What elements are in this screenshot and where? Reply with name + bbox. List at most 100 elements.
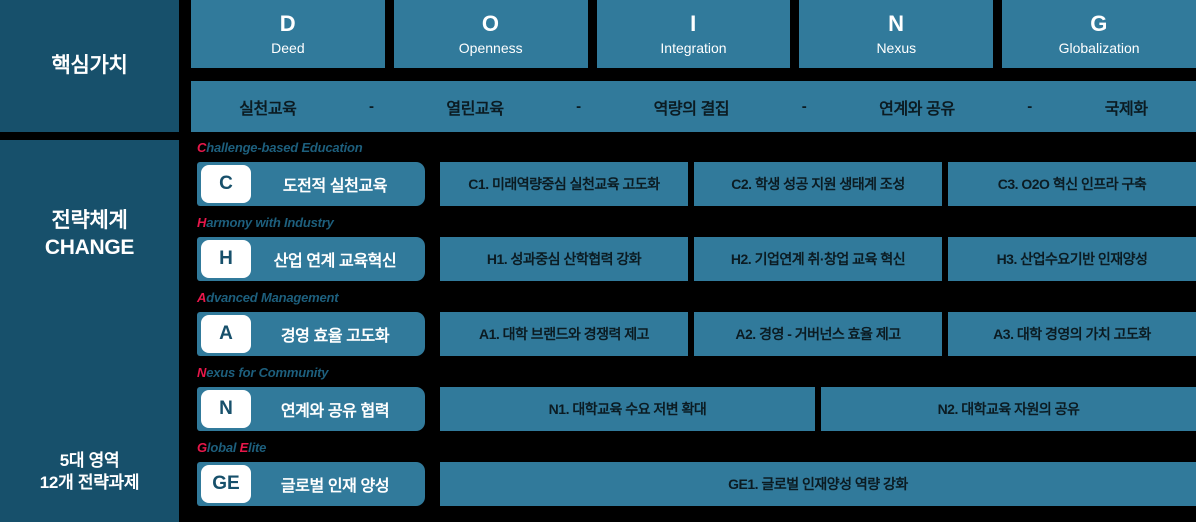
task-box[interactable]: GE1. 글로벌 인재양성 역량 강화 bbox=[440, 462, 1196, 506]
change-row-english-caption: Challenge-based Education bbox=[197, 140, 363, 155]
rail-core-value: 핵심가치 bbox=[0, 0, 179, 132]
keyword-separator: - bbox=[1027, 98, 1033, 115]
caption-highlight-letter: G bbox=[197, 440, 207, 455]
area-pill-ge[interactable]: GE 글로벌 인재 양성 bbox=[197, 462, 425, 506]
change-row-english-caption: Advanced Management bbox=[197, 290, 339, 305]
task-label: N1. 대학교육 수요 저변 확대 bbox=[548, 401, 707, 417]
task-label: A3. 대학 경영의 가치 고도화 bbox=[993, 326, 1151, 342]
doing-card-letter: D bbox=[279, 11, 297, 37]
doing-card-d: D Deed bbox=[191, 0, 385, 68]
change-row-english-caption: Nexus for Community bbox=[197, 365, 328, 380]
task-box-group: N1. 대학교육 수요 저변 확대 N2. 대학교육 자원의 공유 bbox=[440, 387, 1196, 431]
area-pill-c[interactable]: C 도전적 실천교육 bbox=[197, 162, 425, 206]
area-badge-letter: C bbox=[201, 165, 251, 203]
task-label: A2. 경영 - 거버넌스 효율 제고 bbox=[735, 326, 901, 342]
doing-card-word: Openness bbox=[458, 40, 523, 57]
doing-card-word: Integration bbox=[660, 40, 727, 57]
rail-strategy-line1: 전략체계 bbox=[51, 209, 128, 232]
task-box[interactable]: H3. 산업수요기반 인재양성 bbox=[948, 237, 1196, 281]
task-box-group: A1. 대학 브랜드와 경쟁력 제고 A2. 경영 - 거버넌스 효율 제고 A3.… bbox=[440, 312, 1196, 356]
doing-card-g: G Globalization bbox=[1002, 0, 1196, 68]
keyword-item: 역량의 결집 bbox=[653, 100, 730, 118]
task-box-group: C1. 미래역량중심 실천교육 고도화 C2. 학생 성공 지원 생태계 조성 C3… bbox=[440, 162, 1196, 206]
caption-rest-text: exus for Community bbox=[206, 365, 329, 380]
doing-card-n: N Nexus bbox=[799, 0, 994, 68]
change-row-english-caption: Harmony with Industry bbox=[197, 215, 334, 230]
task-box[interactable]: C1. 미래역량중심 실천교육 고도화 bbox=[440, 162, 688, 206]
doing-card-word: Globalization bbox=[1058, 40, 1140, 57]
task-label: C2. 학생 성공 지원 생태계 조성 bbox=[731, 176, 905, 192]
doing-card-letter: G bbox=[1090, 11, 1108, 37]
doing-card-word: Deed bbox=[271, 40, 305, 57]
area-name-label: 도전적 실천교육 bbox=[282, 178, 388, 195]
area-name-label: 경영 효율 고도화 bbox=[280, 328, 390, 345]
task-label: A1. 대학 브랜드와 경쟁력 제고 bbox=[478, 326, 650, 342]
caption-rest-text: dvanced Management bbox=[206, 290, 339, 305]
rail-domains-line1: 5대 영역 bbox=[59, 451, 120, 470]
task-box[interactable]: C2. 학생 성공 지원 생태계 조성 bbox=[694, 162, 942, 206]
task-box[interactable]: H1. 성과중심 산학협력 강화 bbox=[440, 237, 688, 281]
caption-rest-text: lite bbox=[248, 440, 267, 455]
area-badge-letter: N bbox=[201, 390, 251, 428]
rail-domains-block: 5대 영역 12개 전략과제 bbox=[0, 450, 179, 494]
keyword-item: 열린교육 bbox=[446, 100, 504, 118]
keyword-separator: - bbox=[801, 98, 807, 115]
rail-domains-line2: 12개 전략과제 bbox=[39, 472, 140, 492]
area-pill-a[interactable]: A 경영 효율 고도화 bbox=[197, 312, 425, 356]
task-box-group: GE1. 글로벌 인재양성 역량 강화 bbox=[440, 462, 1196, 506]
doing-card-letter: N bbox=[888, 11, 905, 37]
task-box[interactable]: C3. O2O 혁신 인프라 구축 bbox=[948, 162, 1196, 206]
area-pill-n[interactable]: N 연계와 공유 협력 bbox=[197, 387, 425, 431]
change-row-english-caption: Global Elite bbox=[197, 440, 266, 455]
caption-highlight-letter: A bbox=[197, 290, 207, 305]
area-name-label: 글로벌 인재 양성 bbox=[280, 478, 390, 495]
task-box[interactable]: H2. 기업연계 취·창업 교육 혁신 bbox=[694, 237, 942, 281]
caption-highlight-letter: N bbox=[197, 365, 207, 380]
doing-card-letter: O bbox=[481, 11, 500, 37]
task-label: H1. 성과중심 산학협력 강화 bbox=[486, 251, 642, 267]
area-name-label: 연계와 공유 협력 bbox=[280, 403, 390, 420]
caption-highlight-letter: H bbox=[197, 215, 207, 230]
keyword-item: 실천교육 bbox=[239, 100, 297, 118]
doing-card-i: I Integration bbox=[596, 0, 791, 68]
area-badge-letter: GE bbox=[201, 465, 251, 503]
area-badge-letter: A bbox=[201, 315, 251, 353]
task-box[interactable]: N1. 대학교육 수요 저변 확대 bbox=[440, 387, 815, 431]
area-pill-h[interactable]: H 산업 연계 교육혁신 bbox=[197, 237, 425, 281]
caption-middle-text: lobal bbox=[206, 440, 240, 455]
task-box[interactable]: A3. 대학 경영의 가치 고도화 bbox=[948, 312, 1196, 356]
keyword-separator: - bbox=[576, 98, 582, 115]
task-label: GE1. 글로벌 인재양성 역량 강화 bbox=[728, 476, 908, 492]
task-box[interactable]: A2. 경영 - 거버넌스 효율 제고 bbox=[694, 312, 942, 356]
task-label: C3. O2O 혁신 인프라 구축 bbox=[997, 176, 1147, 192]
task-box-group: H1. 성과중심 산학협력 강화 H2. 기업연계 취·창업 교육 혁신 H3. 산… bbox=[440, 237, 1196, 281]
area-badge-letter: H bbox=[201, 240, 251, 278]
task-label: H2. 기업연계 취·창업 교육 혁신 bbox=[730, 251, 906, 267]
doing-card-o: O Openness bbox=[393, 0, 588, 68]
rail-strategy-line2: CHANGE bbox=[44, 235, 135, 259]
task-box[interactable]: N2. 대학교육 자원의 공유 bbox=[821, 387, 1196, 431]
rail-strategy-block: 전략체계 CHANGE bbox=[0, 208, 179, 262]
doing-card-letter: I bbox=[690, 11, 697, 37]
caption-rest-text: armony with Industry bbox=[206, 215, 334, 230]
rail-change: 전략체계 CHANGE 5대 영역 12개 전략과제 bbox=[0, 140, 179, 522]
keyword-item: 국제화 bbox=[1104, 100, 1148, 118]
area-name-label: 산업 연계 교육혁신 bbox=[273, 253, 397, 270]
task-label: N2. 대학교육 자원의 공유 bbox=[937, 401, 1080, 417]
doing-card-word: Nexus bbox=[876, 40, 917, 57]
task-label: C1. 미래역량중심 실천교육 고도화 bbox=[468, 176, 660, 192]
keyword-separator: - bbox=[368, 98, 374, 115]
caption-highlight-letter: C bbox=[197, 140, 207, 155]
keyword-item: 연계와 공유 bbox=[879, 100, 955, 118]
core-value-keyword-bar: 실천교육 - 열린교육 - 역량의 결집 - 연계와 공유 - 국제화 bbox=[191, 81, 1196, 132]
task-label: H3. 산업수요기반 인재양성 bbox=[996, 251, 1148, 267]
rail-core-value-label: 핵심가치 bbox=[51, 53, 128, 77]
task-box[interactable]: A1. 대학 브랜드와 경쟁력 제고 bbox=[440, 312, 688, 356]
caption-rest-text: hallenge-based Education bbox=[206, 140, 363, 155]
